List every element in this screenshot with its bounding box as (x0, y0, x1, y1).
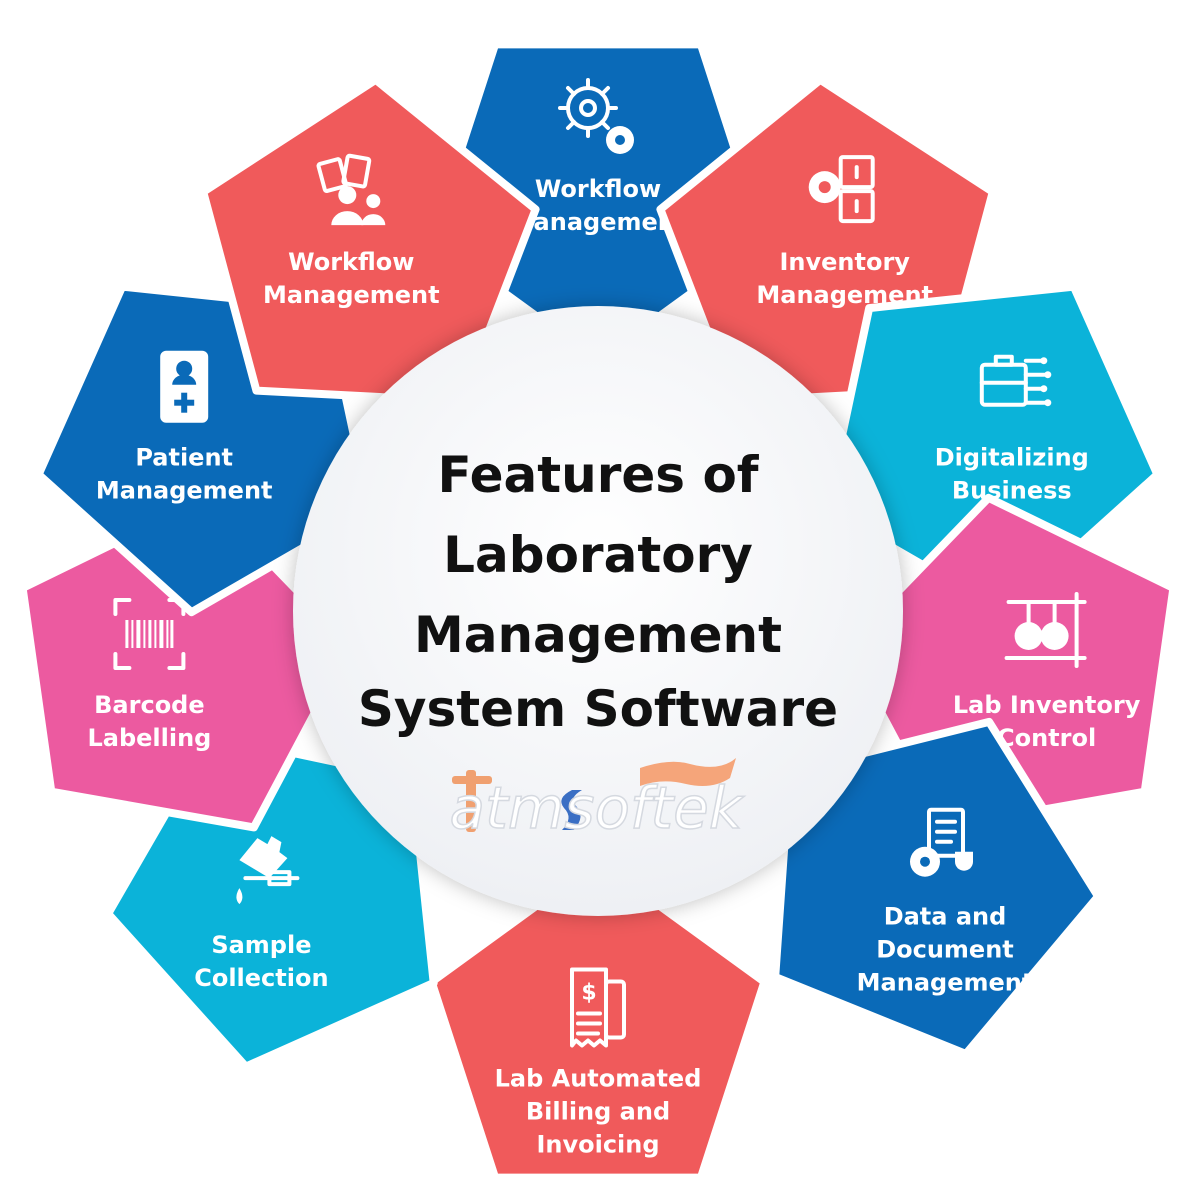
segment-label-workflow-left-line-1: Workflow (288, 248, 414, 276)
segment-shape-data-document (771, 717, 1103, 1058)
segment-label-workflow-top-line-1: Workflow (535, 175, 661, 203)
segment-label-data-document-line-3: Management (857, 969, 1034, 997)
center-disc (293, 306, 903, 916)
feature-segments: WorkflowManagementInventoryManagementDig… (18, 40, 1178, 1182)
atmsoftek-logo: atmsoftek (449, 758, 746, 843)
segment-label-billing-line-3: Invoicing (536, 1131, 659, 1159)
segment-label-inventory-line-1: Inventory (779, 248, 910, 276)
segment-shape-billing (427, 857, 769, 1182)
segment-label-patient-line-2: Management (96, 477, 273, 505)
segment-label-patient-line-1: Patient (135, 444, 233, 472)
segment-label-barcode-line-1: Barcode (94, 691, 205, 719)
title-line-1: Features of (437, 446, 759, 504)
segment-shape-workflow-left (199, 75, 540, 406)
segment-label-digitalizing-line-1: Digitalizing (935, 444, 1089, 472)
segment-label-sample-line-2: Collection (194, 964, 328, 992)
segment-label-workflow-top-line-2: Management (510, 208, 687, 236)
segment-label-sample-line-1: Sample (211, 931, 311, 959)
segment-label-data-document-line-2: Document (876, 936, 1014, 964)
center-circle: Features of Laboratory Management System… (293, 306, 903, 916)
segment-label-lab-inventory-line-1: Lab Inventory (953, 691, 1141, 719)
segment-label-billing-line-1: Lab Automated (495, 1065, 702, 1093)
segment-label-billing-line-2: Billing and (526, 1098, 670, 1126)
segment-label-lab-inventory-line-2: Control (997, 724, 1096, 752)
title-line-2: Laboratory (443, 526, 753, 584)
patient-card-icon (160, 350, 209, 423)
title-line-4: System Software (358, 680, 838, 738)
title-line-3: Management (414, 606, 782, 664)
segment-label-digitalizing-line-2: Business (952, 477, 1072, 505)
segment-label-barcode-line-2: Labelling (87, 724, 211, 752)
segment-label-data-document-line-1: Data and (884, 903, 1007, 931)
segment-label-workflow-left-line-2: Management (263, 281, 440, 309)
logo-text: atmsoftek (450, 774, 745, 842)
